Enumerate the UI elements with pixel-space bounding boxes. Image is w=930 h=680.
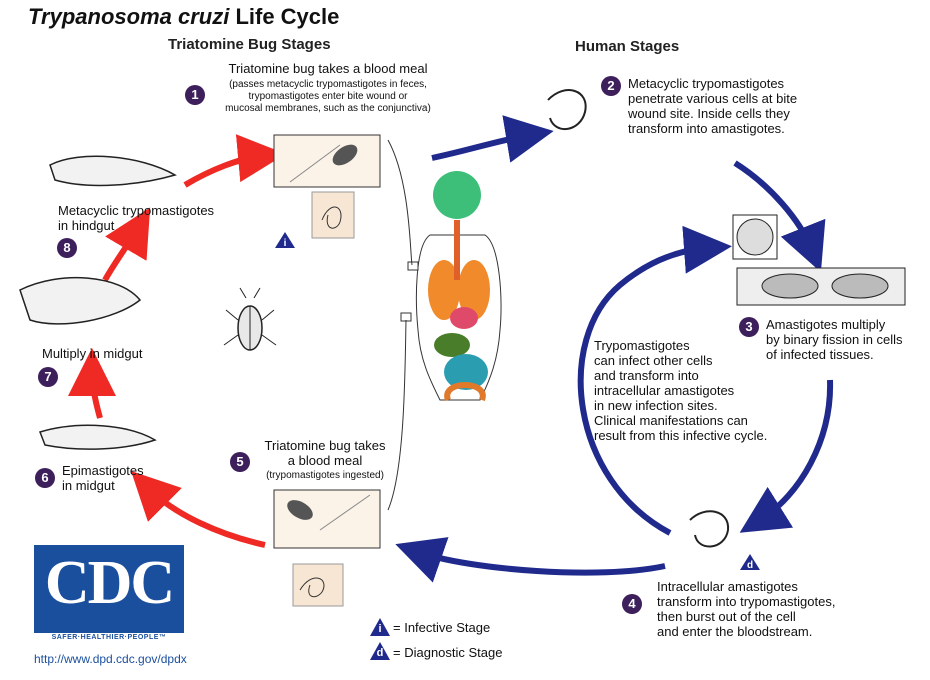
infective-stage-icon: i [275, 232, 295, 249]
arrow-5-to-6 [131, 471, 266, 548]
legend-diagnostic-label: = Diagnostic Stage [393, 645, 503, 660]
parasite-icon [19, 276, 142, 325]
parasite-icon [49, 155, 177, 187]
step-7-badge: 7 [38, 367, 58, 387]
arrow-1-to-2 [431, 115, 554, 163]
arrow-2-to-3 [733, 160, 826, 273]
connector-line-1 [387, 139, 413, 266]
cell-icon [732, 214, 906, 306]
bug-stages-heading: Triatomine Bug Stages [168, 36, 331, 53]
legend-diagnostic-symbol: d [376, 647, 384, 659]
cdc-logo [34, 545, 184, 633]
cdc-tagline: SAFER·HEALTHIER·PEOPLE™ [51, 634, 167, 641]
arrow-8-to-1 [183, 134, 286, 188]
step-4-badge: 4 [622, 594, 642, 614]
step-1-note: (passes metacyclic trypomastigotes in fe… [225, 79, 431, 114]
step-7-label: Multiply in midgut [42, 346, 143, 361]
svg-text:d: d [747, 560, 753, 571]
connector-line-5 [387, 319, 407, 511]
parasite-icon [547, 89, 587, 130]
legend-diagnostic-icon [370, 642, 390, 660]
human-body-icon [400, 171, 502, 402]
step-1-label: Triatomine bug takes a blood meal [228, 61, 428, 76]
arrow-7-to-8 [102, 207, 151, 282]
step-1-badge: 1 [185, 85, 205, 105]
step-8-badge: 8 [57, 238, 77, 258]
parasite-icon [39, 424, 157, 450]
arrow-4-to-3-loop [577, 225, 732, 536]
step-2-badge: 2 [601, 76, 621, 96]
bug-bite-panel-1 [273, 134, 381, 239]
cdc-logo-text: CDC [44, 549, 175, 617]
step-3-badge: 3 [739, 317, 759, 337]
human-stages-heading: Human Stages [575, 38, 680, 55]
parasite-icon [689, 510, 730, 548]
arrow-3-to-4 [739, 379, 834, 533]
source-url[interactable]: http://www.dpd.cdc.gov/dpdx [34, 652, 187, 666]
step-6-badge: 6 [35, 468, 55, 488]
step-5-note: (trypomastigotes ingested) [266, 470, 384, 481]
legend-infective-icon [370, 618, 390, 636]
page-title: Trypanosoma cruzi Life Cycle [28, 4, 340, 29]
kissing-bug-icon [223, 287, 277, 351]
step-5-badge: 5 [230, 452, 250, 472]
arrow-6-to-7 [68, 348, 117, 419]
diagnostic-stage-icon: d [740, 554, 760, 571]
legend-infective-label: = Infective Stage [393, 620, 491, 635]
arrow-4-to-5 [395, 537, 666, 583]
legend-infective-symbol: i [378, 623, 382, 635]
bug-bite-panel-5 [273, 489, 381, 607]
svg-text:i: i [284, 238, 287, 249]
